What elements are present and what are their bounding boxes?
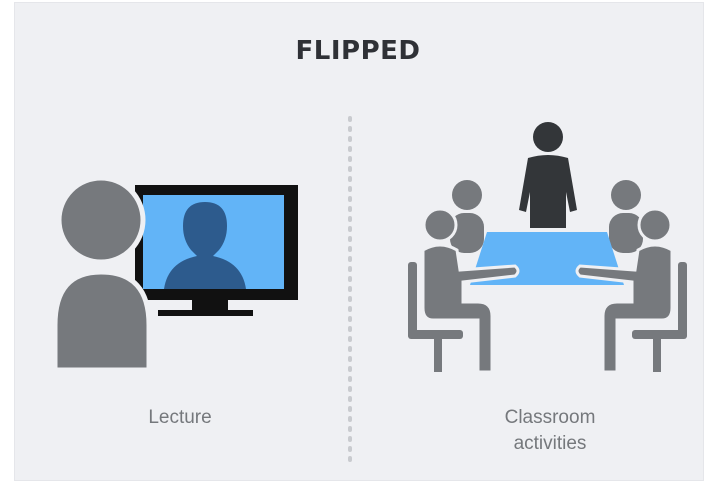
classroom-scene	[408, 122, 687, 374]
lecture-scene	[52, 175, 298, 373]
lecture-label: Lecture	[148, 407, 212, 428]
seated-students-icon	[450, 180, 643, 253]
seated-students-icon	[421, 207, 674, 374]
diagram-title: FLIPPED	[295, 36, 421, 66]
standing-teacher-icon	[519, 122, 577, 228]
classroom-label-line2: activities	[513, 433, 587, 454]
classroom-activities-label: Classroom activities	[470, 405, 630, 457]
video-person-icon	[164, 202, 246, 289]
classroom-label-line1: Classroom	[504, 407, 596, 428]
chair-icon	[408, 262, 687, 372]
person-icon	[52, 175, 152, 373]
